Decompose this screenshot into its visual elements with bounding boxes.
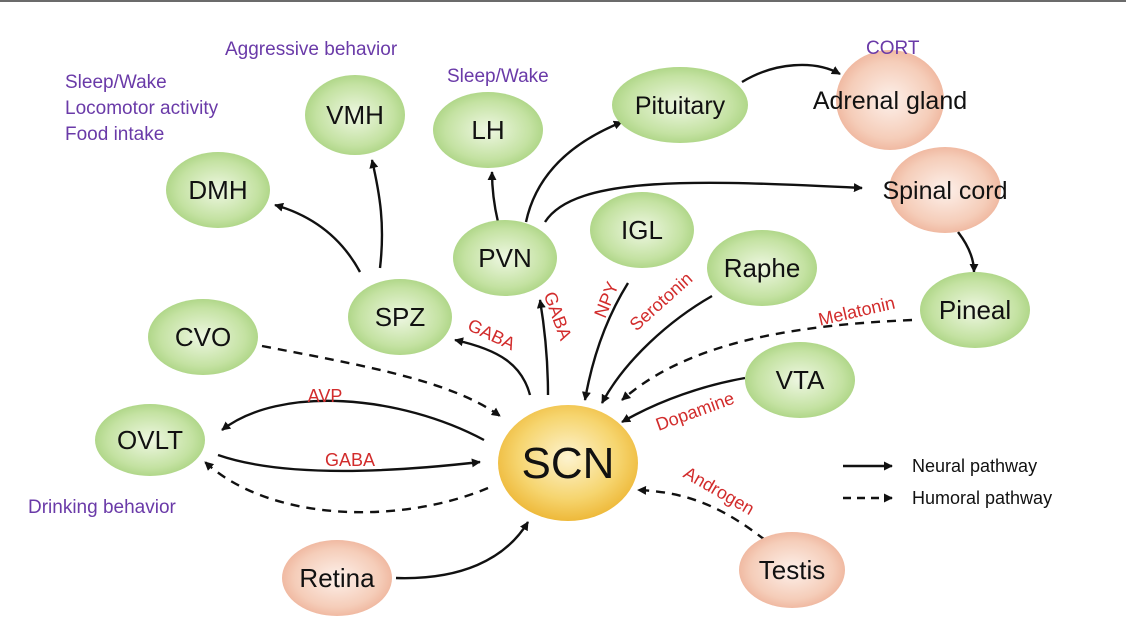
node-label-lh: LH xyxy=(471,115,504,145)
arrow-pvn-to-lh xyxy=(487,171,500,223)
node-label-cvo: CVO xyxy=(175,322,231,352)
arrows xyxy=(204,63,979,580)
node-igl: IGL xyxy=(590,192,694,268)
node-label-spz: SPZ xyxy=(375,302,426,332)
node-label-pvn: PVN xyxy=(478,243,531,273)
arrow-spz-to-dmh xyxy=(274,202,362,273)
node-dmh: DMH xyxy=(166,152,270,228)
arrow-pituitary-to-adrenal xyxy=(741,63,841,84)
molecule-gaba-spz: GABA xyxy=(465,315,519,354)
legend-humoral-label: Humoral pathway xyxy=(912,488,1052,508)
behavior-drinking: Drinking behavior xyxy=(28,497,177,518)
behavior-sleep-wake-lh: Sleep/Wake xyxy=(447,66,549,87)
nodes: SCN VMH DMH LH PVN IGL xyxy=(95,50,1030,616)
node-cvo: CVO xyxy=(148,299,258,375)
arrow-pvn-to-pituitary xyxy=(524,120,623,223)
node-raphe: Raphe xyxy=(707,230,817,306)
node-pituitary: Pituitary xyxy=(612,67,748,143)
node-ovlt: OVLT xyxy=(95,404,205,476)
behavior-labels: Aggressive behavior Sleep/Wake Sleep/Wak… xyxy=(28,38,920,518)
humoral-arrows xyxy=(204,318,913,541)
node-lh: LH xyxy=(433,92,543,168)
arrow-igl-to-scn xyxy=(581,282,630,401)
node-label-raphe: Raphe xyxy=(724,253,801,283)
node-adrenal: Adrenal gland xyxy=(813,50,967,150)
node-retina: Retina xyxy=(282,540,392,616)
behavior-sleep-wake-dmh: Sleep/Wake xyxy=(65,72,167,93)
molecule-serotonin: Serotonin xyxy=(626,268,697,334)
node-vta: VTA xyxy=(745,342,855,418)
behavior-aggressive: Aggressive behavior xyxy=(225,39,398,60)
behavior-food-intake: Food intake xyxy=(65,124,164,145)
node-label-scn: SCN xyxy=(522,439,615,488)
arrow-cvo-to-scn xyxy=(261,344,501,417)
arrow-pineal-to-scn xyxy=(621,318,913,401)
arrow-spinal-to-pineal xyxy=(957,231,979,273)
node-spinal: Spinal cord xyxy=(882,147,1008,233)
arrow-vta-to-scn xyxy=(621,376,746,424)
node-testis: Testis xyxy=(739,532,845,608)
molecule-dopamine: Dopamine xyxy=(653,388,737,435)
node-label-igl: IGL xyxy=(621,215,663,245)
node-scn: SCN xyxy=(498,405,638,521)
node-label-pituitary: Pituitary xyxy=(635,92,726,120)
node-label-dmh: DMH xyxy=(188,175,247,205)
arrow-scn-to-pvn xyxy=(536,299,550,396)
node-label-vmh: VMH xyxy=(326,100,384,130)
arrow-spz-to-vmh xyxy=(369,159,384,269)
node-label-spinal: Spinal cord xyxy=(882,177,1007,205)
node-label-pineal: Pineal xyxy=(939,295,1011,325)
arrow-raphe-to-scn xyxy=(600,294,713,404)
molecule-avp: AVP xyxy=(308,386,343,406)
node-label-testis: Testis xyxy=(759,555,825,585)
node-label-ovlt: OVLT xyxy=(117,425,183,455)
legend-neural-label: Neural pathway xyxy=(912,456,1037,476)
behavior-cort: CORT xyxy=(866,38,920,59)
arrow-retina-to-scn xyxy=(395,521,530,580)
node-label-adrenal: Adrenal gland xyxy=(813,87,967,115)
legend: Neural pathway Humoral pathway xyxy=(843,456,1052,508)
node-vmh: VMH xyxy=(305,75,405,155)
arrow-scn-to-ovlt xyxy=(221,399,485,442)
molecule-gaba-ovlt: GABA xyxy=(325,450,375,470)
behavior-locomotor: Locomotor activity xyxy=(65,98,219,119)
node-label-vta: VTA xyxy=(776,365,825,395)
node-spz: SPZ xyxy=(348,279,452,355)
node-label-retina: Retina xyxy=(299,563,375,593)
arrow-scn-to-spz xyxy=(454,337,532,396)
top-border xyxy=(0,0,1126,2)
node-pvn: PVN xyxy=(453,220,557,296)
node-pineal: Pineal xyxy=(920,272,1030,348)
arrow-testis-to-scn xyxy=(637,485,766,541)
arrow-scn-to-ovlt-humoral xyxy=(204,461,489,514)
arrow-ovlt-to-scn xyxy=(217,453,481,473)
arrow-pvn-to-spinal xyxy=(543,181,863,223)
